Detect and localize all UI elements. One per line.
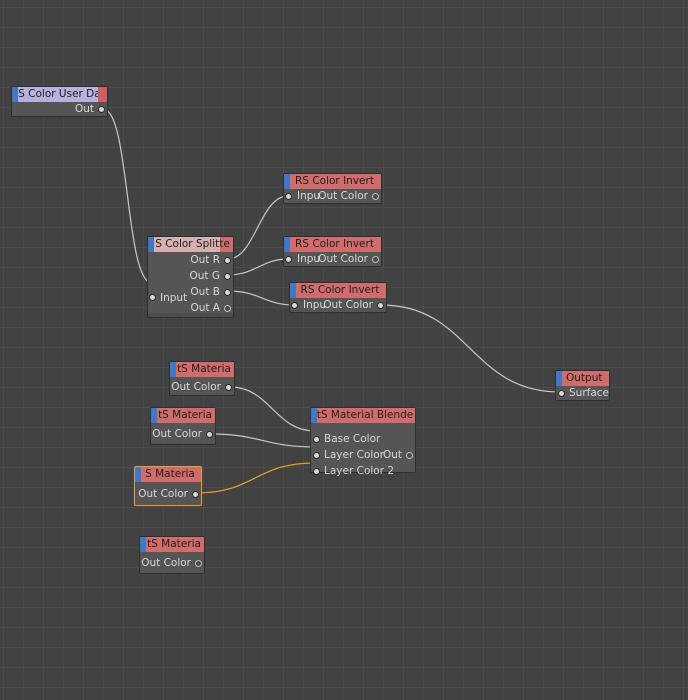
node-material-2[interactable]: tS Materia Out Color	[150, 407, 216, 445]
node-material-blender[interactable]: tS Material Blende Base Color Layer Colo…	[310, 407, 416, 477]
node-accent	[556, 371, 562, 386]
port-label-input: Inpu	[303, 299, 327, 311]
node-header[interactable]: Output	[556, 371, 609, 386]
wire-material3-to-layercolor2	[195, 462, 316, 494]
port-label-out: Out	[74, 103, 94, 115]
wire-outg-to-invert2	[227, 258, 289, 276]
output-port-icon[interactable]	[98, 106, 105, 113]
node-header[interactable]: RS Color Invert	[284, 237, 381, 252]
port-label-out-color: Out Color	[323, 299, 373, 311]
node-material-1[interactable]: tS Materia Out Color	[169, 361, 235, 396]
port-label-out-color: Out Color	[138, 488, 188, 500]
port-label-out-a: Out A	[190, 302, 220, 314]
output-port-icon[interactable]	[377, 302, 384, 309]
port-label-input: Input	[160, 292, 188, 304]
output-port-icon[interactable]	[225, 384, 232, 391]
input-port-layer-color-2-icon[interactable]	[313, 468, 320, 475]
wire-outr-to-invert1	[227, 195, 289, 260]
node-material-3-selected[interactable]: S Materia Out Color	[134, 466, 202, 506]
node-title: tS Material Blende	[316, 409, 414, 421]
input-port-icon[interactable]	[558, 390, 565, 397]
node-color-invert-3[interactable]: RS Color Invert Inpu Out Color	[289, 282, 387, 313]
node-title: tS Materia	[177, 363, 231, 375]
node-header[interactable]: tS Materia	[170, 362, 234, 377]
output-port-icon[interactable]	[192, 491, 199, 498]
node-title: S Color User Dat	[18, 88, 105, 100]
wire-material1-to-basecolor	[229, 386, 316, 432]
wire-invert3-to-output	[380, 304, 561, 393]
node-color-invert-2[interactable]: RS Color Invert Inpu Out Color	[283, 236, 382, 267]
node-color-user-data[interactable]: S Color User Dat Out	[11, 86, 108, 117]
port-label-out-color: Out Color	[152, 428, 202, 440]
node-accent	[148, 237, 154, 252]
output-port-a-icon[interactable]	[224, 305, 231, 312]
node-material-4[interactable]: tS Materia Out Color	[139, 536, 205, 574]
node-accent	[135, 467, 141, 482]
input-port-icon[interactable]	[285, 256, 292, 263]
port-label-layer-color-2: Layer Color 2	[324, 465, 395, 477]
node-header[interactable]: S Color Splitte	[148, 237, 233, 252]
port-label-input: Inpu	[297, 190, 321, 202]
node-title: Output	[566, 372, 603, 384]
output-port-b-icon[interactable]	[224, 289, 231, 296]
node-accent	[311, 408, 317, 423]
port-label-layer-color: Layer Color	[324, 449, 385, 461]
node-title: RS Color Invert	[300, 284, 380, 296]
node-output[interactable]: Output Surface	[555, 370, 610, 401]
port-label-out-b: Out B	[190, 286, 220, 298]
port-label-out-color: Out Color	[141, 557, 191, 569]
node-accent	[170, 362, 176, 377]
node-title: S Color Splitte	[155, 238, 230, 250]
output-port-icon[interactable]	[206, 431, 213, 438]
node-title: S Materia	[145, 468, 195, 480]
port-label-out-g: Out G	[189, 270, 220, 282]
node-title: tS Materia	[147, 538, 201, 550]
node-footer	[148, 313, 233, 317]
output-port-icon[interactable]	[372, 256, 379, 263]
node-color-invert-1[interactable]: RS Color Invert Inpu Out Color	[283, 173, 382, 204]
node-color-splitter[interactable]: S Color Splitte Input Out R Out G Out B …	[147, 236, 234, 318]
output-port-g-icon[interactable]	[224, 273, 231, 280]
output-port-icon[interactable]	[195, 560, 202, 567]
wire-outb-to-invert3	[227, 290, 295, 306]
node-header[interactable]: tS Material Blende	[311, 408, 415, 423]
port-label-out-color: Out Color	[318, 190, 368, 202]
port-label-out-r: Out R	[190, 254, 220, 266]
node-title: RS Color Invert	[295, 175, 374, 187]
port-label-out-color: Out Color	[171, 381, 221, 393]
input-port-layer-color-icon[interactable]	[313, 452, 320, 459]
output-port-icon[interactable]	[372, 193, 379, 200]
input-port-icon[interactable]	[291, 302, 298, 309]
node-accent	[290, 283, 296, 298]
input-port-base-color-icon[interactable]	[313, 436, 320, 443]
node-header[interactable]: tS Materia	[151, 408, 215, 423]
output-port-r-icon[interactable]	[224, 257, 231, 264]
output-port-icon[interactable]	[406, 452, 413, 459]
node-accent	[12, 87, 18, 102]
node-title: tS Materia	[158, 409, 212, 421]
node-accent	[284, 237, 290, 252]
node-header[interactable]: tS Materia	[140, 537, 204, 552]
node-header[interactable]: S Color User Dat	[12, 87, 107, 102]
port-label-base-color: Base Color	[324, 433, 381, 445]
port-label-input: Inpu	[297, 253, 321, 265]
wire-userdata-to-splitter	[102, 108, 153, 284]
port-label-out: Out	[382, 449, 402, 461]
node-header[interactable]: S Materia	[135, 467, 201, 482]
port-label-surface: Surface	[569, 387, 610, 399]
node-header-bar	[98, 87, 107, 102]
wire-material2-to-layercolor	[210, 433, 316, 448]
node-accent	[140, 537, 146, 552]
node-accent	[284, 174, 290, 189]
input-port-icon[interactable]	[149, 294, 156, 301]
node-header[interactable]: RS Color Invert	[284, 174, 381, 189]
input-port-icon[interactable]	[285, 193, 292, 200]
port-label-out-color: Out Color	[318, 253, 368, 265]
node-title: RS Color Invert	[295, 238, 374, 250]
node-header[interactable]: RS Color Invert	[290, 283, 386, 298]
node-accent	[151, 408, 157, 423]
